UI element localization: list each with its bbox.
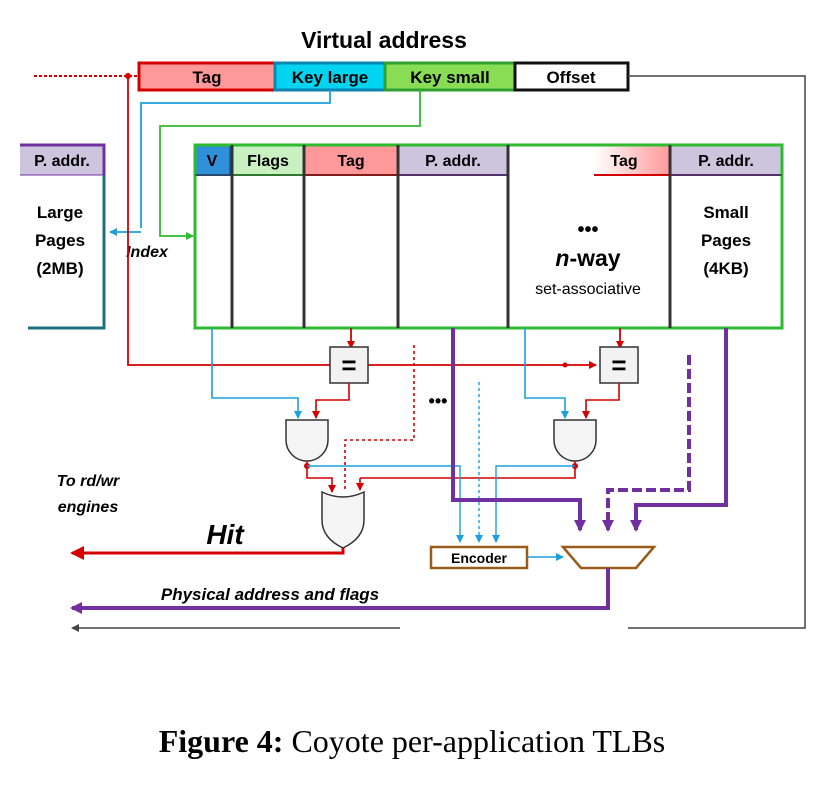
tag-wire xyxy=(127,76,330,366)
or-gate xyxy=(321,490,365,549)
tlb-table: V Flags Tag P. addr. Tag P. addr. ••• n-… xyxy=(193,143,784,330)
small-pages-line3: (4KB) xyxy=(703,259,748,278)
mux xyxy=(560,545,657,570)
caption-rest: Coyote per-application TLBs xyxy=(283,723,665,759)
caption-bold: Figure 4: xyxy=(159,723,284,759)
comparator-2-symbol: = xyxy=(611,350,626,380)
paddr-small-wire xyxy=(630,328,728,532)
col-paddr2-header: P. addr. xyxy=(698,153,754,170)
col-tag-header: Tag xyxy=(337,153,364,170)
encoder-label: Encoder xyxy=(451,550,508,566)
large-pages-box: P. addr. Large Pages (2MB) xyxy=(20,143,106,330)
small-pages-line1: Small xyxy=(703,203,748,222)
hit-wire xyxy=(70,546,345,560)
key-small-label: Key small xyxy=(410,68,489,87)
large-pages-line2: Pages xyxy=(35,231,85,250)
comparator-1: = xyxy=(329,346,369,384)
col-tag2-header: Tag xyxy=(610,153,637,170)
offset-label: Offset xyxy=(546,68,595,87)
physical-label: Physical address and flags xyxy=(161,585,379,604)
physical-address-wire xyxy=(70,568,610,614)
virtual-address-bar: Tag Key large Key small Offset xyxy=(34,61,630,92)
col-v-header: V xyxy=(207,153,218,170)
nway-n: n xyxy=(555,245,569,271)
ways-ellipsis: ••• xyxy=(429,391,448,411)
comparator-2: = xyxy=(599,346,639,384)
offset-wire xyxy=(628,75,806,629)
hit-label: Hit xyxy=(206,519,245,550)
to-engines-line2: engines xyxy=(58,499,119,516)
comparator-1-symbol: = xyxy=(341,350,356,380)
large-pages-line3: (2MB) xyxy=(36,259,83,278)
large-pages-line1: Large xyxy=(37,203,83,222)
to-engines-line1: To rd/wr xyxy=(57,473,120,490)
nway-way: -way xyxy=(569,245,620,271)
set-assoc-label: set-associative xyxy=(535,281,641,298)
and-gate-1 xyxy=(285,419,329,462)
key-small-wire xyxy=(159,90,421,240)
large-paddr-header: P. addr. xyxy=(34,153,90,170)
nway-label: n-way xyxy=(555,245,620,271)
tag-field-label: Tag xyxy=(193,68,222,87)
small-pages-line2: Pages xyxy=(701,231,751,250)
col-paddr-header: P. addr. xyxy=(425,153,481,170)
nway-dots: ••• xyxy=(577,219,598,241)
index-label: Index xyxy=(126,244,169,261)
and-gate-2 xyxy=(553,419,597,462)
paddr-large-wire xyxy=(451,328,586,532)
figure-caption: Figure 4: Coyote per-application TLBs xyxy=(159,723,666,759)
key-large-label: Key large xyxy=(292,68,369,87)
title: Virtual address xyxy=(301,27,467,53)
col-flags-header: Flags xyxy=(247,153,289,170)
key-large-wire xyxy=(140,90,331,228)
key-small-field xyxy=(383,61,517,92)
